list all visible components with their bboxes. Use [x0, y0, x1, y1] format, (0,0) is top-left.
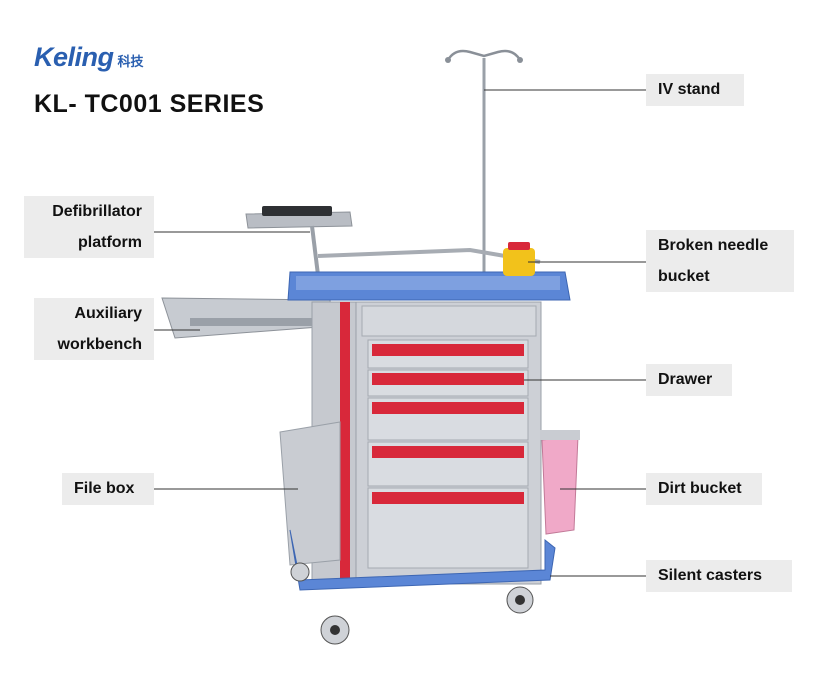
iv-stand-graphic: [445, 49, 523, 272]
label-defibrillator-platform: Defibrillator platform: [24, 196, 154, 258]
label-defib-line1: Defibrillator: [52, 203, 142, 220]
label-file-box: File box: [62, 473, 154, 505]
label-aux-line1: Auxiliary: [74, 305, 142, 322]
label-file-box-text: File box: [74, 480, 135, 497]
label-aux-line2: workbench: [57, 336, 142, 353]
defibrillator-platform-graphic: [245, 206, 353, 276]
label-silent-casters-text: Silent casters: [658, 567, 763, 584]
dirt-bucket-graphic: [540, 430, 580, 535]
label-iv-stand: IV stand: [646, 74, 744, 106]
brand-subtitle: 科技: [117, 55, 144, 70]
label-drawer: Drawer: [646, 364, 732, 396]
label-dirt-bucket-text: Dirt bucket: [658, 480, 742, 497]
label-silent-casters: Silent casters: [646, 560, 792, 592]
label-broken-line2: bucket: [658, 268, 710, 285]
brand-name: Keling: [34, 42, 114, 72]
label-defib-line2: platform: [78, 234, 142, 251]
label-auxiliary-workbench: Auxiliary workbench: [34, 298, 154, 360]
file-box-graphic: [279, 421, 341, 566]
label-dirt-bucket: Dirt bucket: [646, 473, 762, 505]
brand-logo: Keling 科技: [34, 42, 144, 73]
casters-graphic: [290, 562, 534, 645]
page-title: KL- TC001 SERIES: [34, 90, 265, 118]
label-drawer-text: Drawer: [658, 371, 713, 388]
label-iv-stand-text: IV stand: [658, 81, 721, 98]
drawer-graphics: [367, 339, 529, 569]
label-broken-needle-bucket: Broken needle bucket: [646, 230, 794, 292]
broken-needle-bucket-graphic: [503, 242, 535, 276]
label-broken-line1: Broken needle: [658, 237, 769, 254]
